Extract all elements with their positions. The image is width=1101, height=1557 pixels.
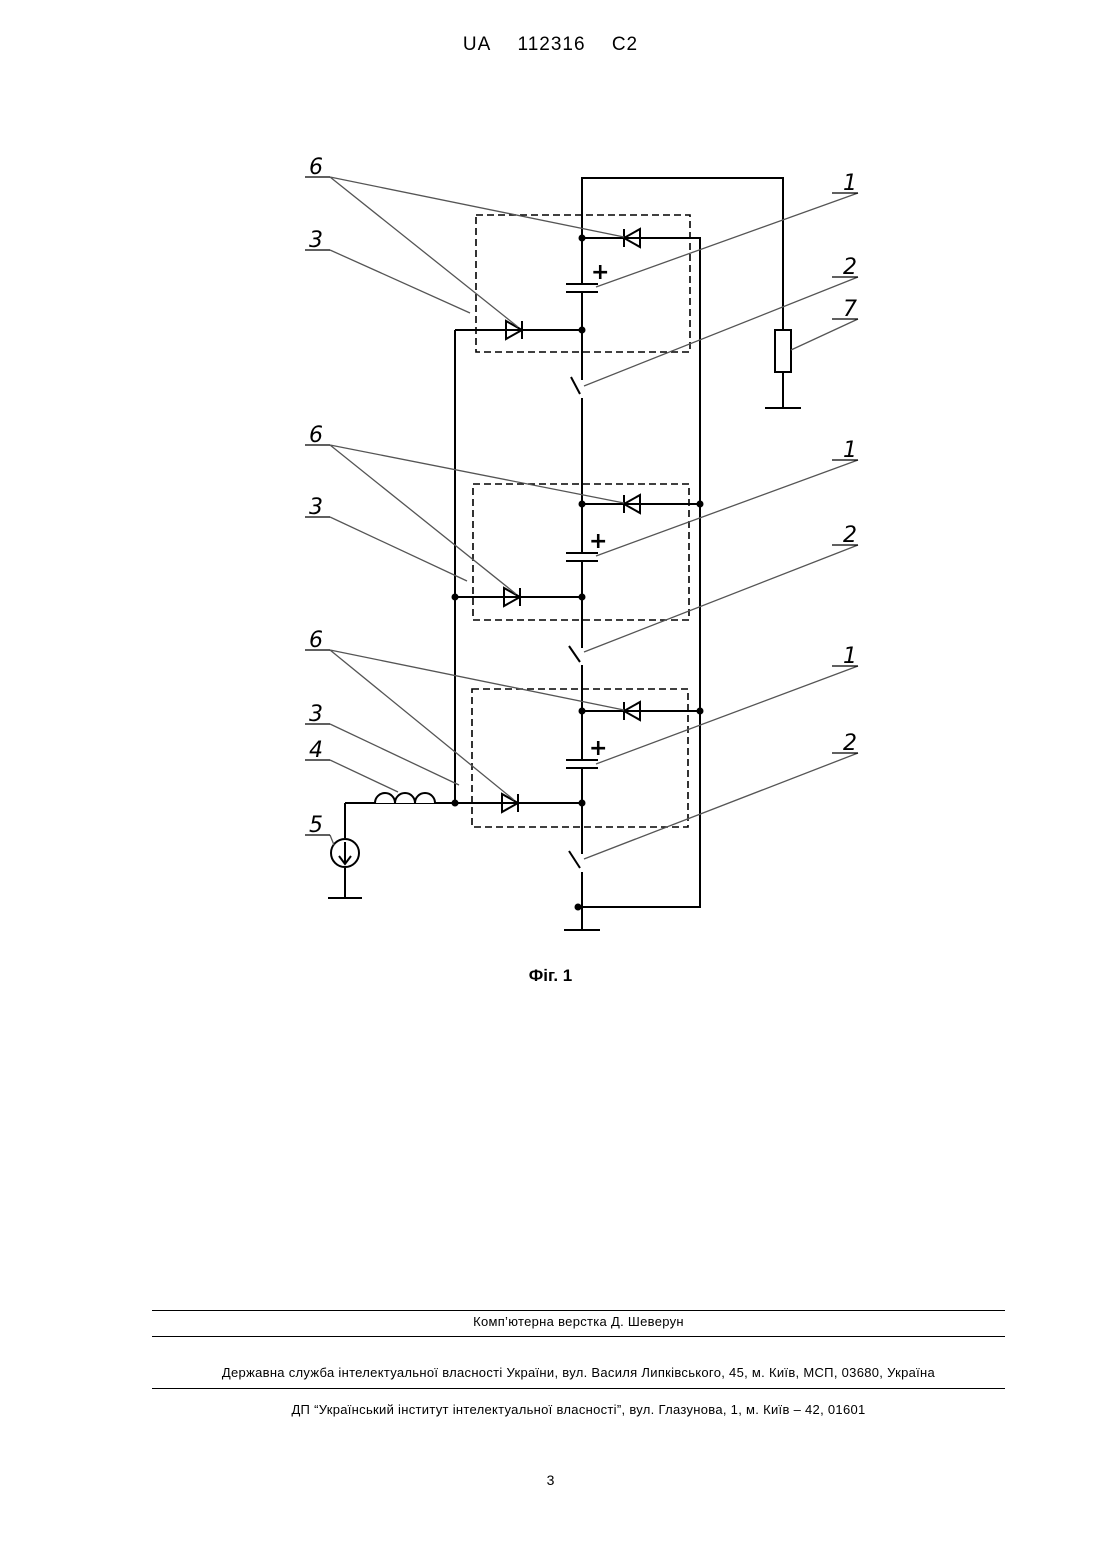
leader-7 (791, 319, 858, 350)
leader-1a (596, 193, 858, 287)
ref-label-load: 7 (843, 297, 857, 322)
ref-label-module: 3 (309, 702, 323, 727)
footer-divider (152, 1310, 1005, 1311)
footer-layout-credit: Комп’ютерна верстка Д. Шеверун (152, 1314, 1005, 1329)
leader-6a (330, 177, 624, 327)
junction-dot (697, 708, 704, 715)
ref-label-capacitor: 1 (843, 438, 857, 463)
ref-label-switch: 2 (843, 255, 857, 280)
junction-dot (452, 594, 459, 601)
module-2-capacitor (566, 553, 598, 561)
footer-divider (152, 1336, 1005, 1337)
inductor (375, 793, 435, 803)
polarity-mark-1: + (591, 260, 609, 285)
leader-6b (330, 445, 624, 594)
leader-5 (330, 835, 334, 845)
footer-office-address: Державна служба інтелектуальної власност… (152, 1365, 1005, 1380)
leader-4 (330, 760, 398, 792)
ref-label-switch: 2 (843, 523, 857, 548)
junction-dot (697, 501, 704, 508)
junction-dot (452, 800, 459, 807)
leader-1c (596, 666, 858, 764)
ref-label-diode: 6 (309, 628, 323, 653)
ref-label-module: 3 (309, 228, 323, 253)
leader-2c (584, 753, 858, 859)
switch-3 (569, 846, 582, 930)
circuit-diagram: + + + 6 3 1 2 7 6 3 1 2 6 3 4 5 1 2 (0, 0, 1101, 1000)
junction-dot (579, 708, 586, 715)
wire-top-bus (582, 178, 783, 330)
load-resistor (775, 330, 791, 372)
junction-dot (579, 800, 586, 807)
junction-dot (579, 235, 586, 242)
footer-institute-address: ДП “Український інститут інтелектуальної… (152, 1402, 1005, 1417)
footer-divider (152, 1388, 1005, 1389)
junction-dot (575, 904, 582, 911)
ref-label-source: 5 (309, 813, 323, 838)
polarity-mark-3: + (589, 736, 607, 761)
module-1-capacitor (566, 284, 598, 292)
ref-label-inductor: 4 (309, 738, 323, 763)
leader-2b (584, 545, 858, 652)
switch-2 (569, 640, 582, 673)
leader-2a (584, 277, 858, 386)
junction-dot (579, 501, 586, 508)
ref-label-capacitor: 1 (843, 644, 857, 669)
ref-label-module: 3 (309, 495, 323, 520)
switch-1 (571, 372, 582, 408)
ref-label-switch: 2 (843, 731, 857, 756)
junction-dot (579, 327, 586, 334)
current-source-arrow (339, 842, 351, 864)
leader-3b (330, 517, 467, 581)
leader-1b (596, 460, 858, 556)
leader-3a (330, 250, 470, 313)
ref-label-diode: 6 (309, 155, 323, 180)
module-3-capacitor (566, 760, 598, 768)
polarity-mark-2: + (589, 529, 607, 554)
ref-label-diode: 6 (309, 423, 323, 448)
leader-6c (330, 650, 624, 800)
wire-right-bus (578, 238, 700, 907)
page-number: 3 (0, 1472, 1101, 1488)
figure-caption: Фіг. 1 (0, 966, 1101, 986)
ref-label-capacitor: 1 (843, 171, 857, 196)
leader-3c (330, 724, 459, 785)
junction-dot (579, 594, 586, 601)
